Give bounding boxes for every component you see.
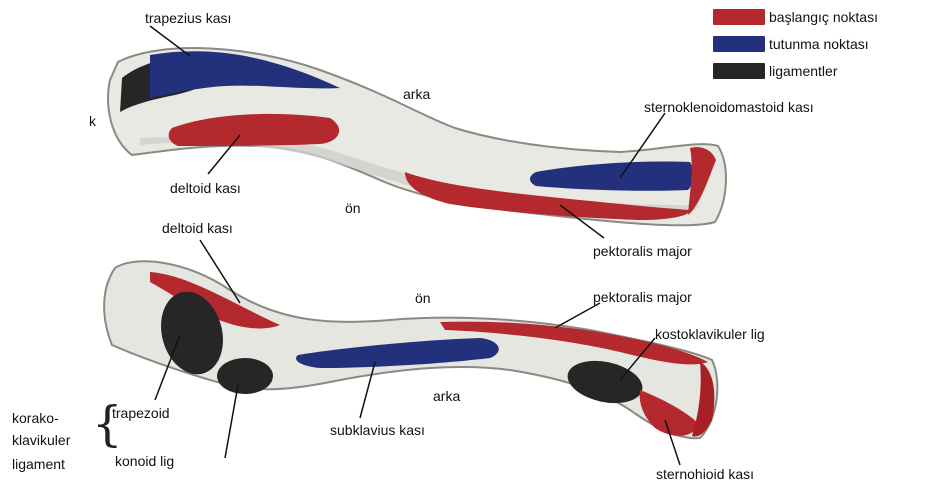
legend-origin-swatch	[713, 9, 765, 25]
label-bottom-pectoralis: pektoralis major	[593, 289, 692, 305]
legend-origin-label: başlangıç noktası	[769, 9, 878, 25]
label-coraco-3: ligament	[12, 456, 65, 472]
label-bottom-arka: arka	[433, 388, 460, 404]
label-subclavius: subklavius kası	[330, 422, 425, 438]
bottom-clavicle	[104, 261, 717, 438]
bottom-conoid-ligament	[217, 358, 273, 394]
legend-insertion-swatch	[713, 36, 765, 52]
label-top-pectoralis: pektoralis major	[593, 243, 692, 259]
legend-ligaments-label: ligamentler	[769, 63, 837, 79]
label-k: k	[89, 113, 96, 129]
label-bottom-deltoid: deltoid kası	[162, 220, 233, 236]
legend-ligaments: ligamentler	[713, 63, 837, 79]
label-bottom-on: ön	[415, 290, 431, 306]
coracoclavicular-brace: {	[92, 400, 123, 448]
leader-bottom-pectoralis	[555, 303, 600, 328]
label-conoid: konoid lig	[115, 453, 174, 469]
label-sternohyoid: sternohioid kası	[656, 466, 754, 482]
label-top-deltoid: deltoid kası	[170, 180, 241, 196]
label-top-arka: arka	[403, 86, 430, 102]
legend-ligaments-swatch	[713, 63, 765, 79]
legend-insertion: tutunma noktası	[713, 36, 869, 52]
label-trapezius: trapezius kası	[145, 10, 231, 26]
legend-origin: başlangıç noktası	[713, 9, 878, 25]
top-clavicle	[108, 48, 726, 225]
leader-conoid	[225, 385, 238, 458]
label-top-on: ön	[345, 200, 361, 216]
legend-insertion-label: tutunma noktası	[769, 36, 869, 52]
label-coraco-2: klavikuler	[12, 432, 70, 448]
label-scm: sternoklenoidomastoid kası	[644, 99, 814, 115]
label-coraco-1: korako-	[12, 410, 59, 426]
label-costoclavicular: kostoklavikuler lig	[655, 326, 765, 342]
